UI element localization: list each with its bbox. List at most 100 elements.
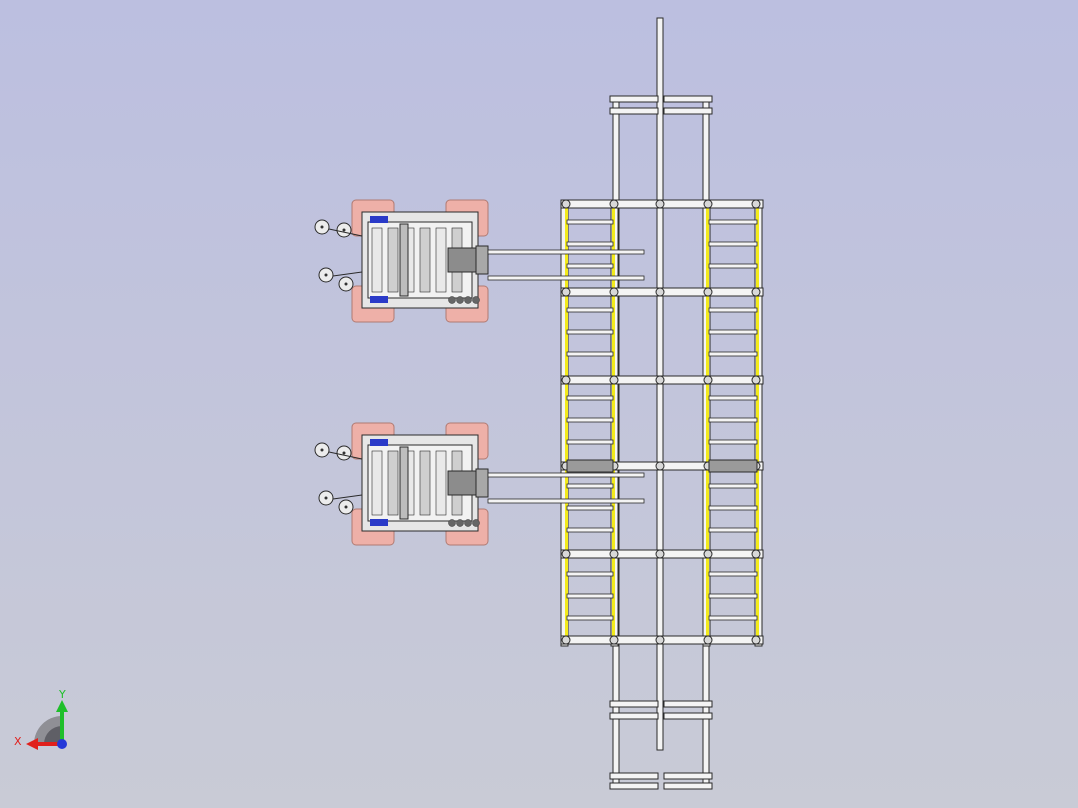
gear-lower-1 (456, 519, 464, 527)
pulley-hub-upper-3 (344, 282, 348, 286)
beam-bolt-2-1 (609, 375, 619, 385)
rod-upper-upper (487, 249, 645, 255)
long-cap-bottom-left-0 (609, 700, 659, 708)
long-cap-bottom-right-2 (663, 772, 713, 780)
orientation-triad[interactable]: Y X (14, 688, 68, 750)
rung-left (566, 505, 614, 511)
beam-bolt-4-0 (561, 549, 571, 559)
pulley-hub-upper-0 (320, 225, 324, 229)
beam-bolt-0-4 (751, 199, 761, 209)
rung-right (708, 593, 758, 599)
rung-left (566, 615, 614, 621)
pulley-arm-lower (328, 451, 363, 460)
machine-module-lower (387, 450, 399, 516)
dark-band-left (566, 459, 614, 473)
beam-bolt-0-2 (655, 199, 665, 209)
rung-left (566, 395, 614, 401)
gear-upper-1 (456, 296, 464, 304)
yellow-rail-1 (612, 208, 615, 638)
rung-right (708, 505, 758, 511)
beam-bolt-3-2 (655, 461, 665, 471)
rung-left (566, 241, 614, 247)
machine-coupler-upper (475, 245, 489, 275)
blue-part-top-upper (370, 216, 388, 223)
machine-unit-lower[interactable] (314, 422, 645, 546)
dark-band-right (708, 459, 758, 473)
machine-module-upper (435, 227, 447, 293)
beam-bolt-5-3 (703, 635, 713, 645)
beam-bolt-2-0 (561, 375, 571, 385)
rung-right (708, 483, 758, 489)
triad-x-arrowhead (26, 738, 38, 750)
triad-z-axis (57, 739, 67, 749)
blue-part-bottom-upper (370, 296, 388, 303)
machine-module-lower (371, 450, 383, 516)
rung-left (566, 417, 614, 423)
beam-bolt-0-3 (703, 199, 713, 209)
rod-lower-upper (487, 275, 645, 281)
machine-module-upper (387, 227, 399, 293)
rung-right (708, 219, 758, 225)
rung-right (708, 307, 758, 313)
rung-left (566, 263, 614, 269)
beam-bolt-2-4 (751, 375, 761, 385)
pulley-hub-lower-1 (342, 451, 346, 455)
beam-bolt-1-1 (609, 287, 619, 297)
pulley-hub-upper-1 (342, 228, 346, 232)
pulley-hub-lower-3 (344, 505, 348, 509)
pulley-hub-upper-2 (324, 273, 328, 277)
rod-upper-lower (487, 472, 645, 478)
rung-left (566, 571, 614, 577)
triad-y-arrowhead (56, 700, 68, 712)
beam-bolt-2-2 (655, 375, 665, 385)
rung-left (566, 593, 614, 599)
pulley-hub-lower-0 (320, 448, 324, 452)
beam-bolt-4-3 (703, 549, 713, 559)
beam-bolt-4-4 (751, 549, 761, 559)
rung-right (708, 329, 758, 335)
long-cap-bottom-left-2 (609, 772, 659, 780)
pulley-arm2-upper (332, 271, 363, 277)
triad-y-label: Y (58, 688, 66, 701)
machine-coupler-lower (475, 468, 489, 498)
machine-module-upper (371, 227, 383, 293)
long-cap-bottom-left-1 (609, 712, 659, 720)
long-cap-bottom-left-3 (609, 782, 659, 790)
beam-bolt-4-1 (609, 549, 619, 559)
beam-bolt-5-4 (751, 635, 761, 645)
rung-right (708, 615, 758, 621)
machine-motor-upper (447, 247, 479, 273)
ladder-frame-assembly[interactable] (560, 199, 764, 647)
beam-bolt-0-1 (609, 199, 619, 209)
beam-bolt-1-0 (561, 287, 571, 297)
rung-left (566, 329, 614, 335)
long-cap-top-right-0 (663, 95, 713, 103)
beam-bolt-1-4 (751, 287, 761, 297)
rung-right (708, 439, 758, 445)
machine-unit-upper[interactable] (314, 199, 645, 323)
rung-right (708, 571, 758, 577)
blue-part-bottom-lower (370, 519, 388, 526)
gear-upper-3 (472, 296, 480, 304)
machine-module-lower (419, 450, 431, 516)
long-cap-top-left-1 (609, 107, 659, 115)
long-cap-bottom-right-1 (663, 712, 713, 720)
beam-bolt-1-3 (703, 287, 713, 297)
rung-right (708, 241, 758, 247)
machine-column-upper (399, 223, 409, 297)
beam-bolt-5-0 (561, 635, 571, 645)
long-cap-top-left-0 (609, 95, 659, 103)
blue-part-top-lower (370, 439, 388, 446)
rung-left (566, 527, 614, 533)
beam-bolt-5-2 (655, 635, 665, 645)
rung-right (708, 395, 758, 401)
beam-bolt-5-1 (609, 635, 619, 645)
rung-left (566, 483, 614, 489)
gear-upper-0 (448, 296, 456, 304)
beam-bolt-4-2 (655, 549, 665, 559)
yellow-rail-3 (756, 208, 759, 638)
beam-bolt-0-0 (561, 199, 571, 209)
